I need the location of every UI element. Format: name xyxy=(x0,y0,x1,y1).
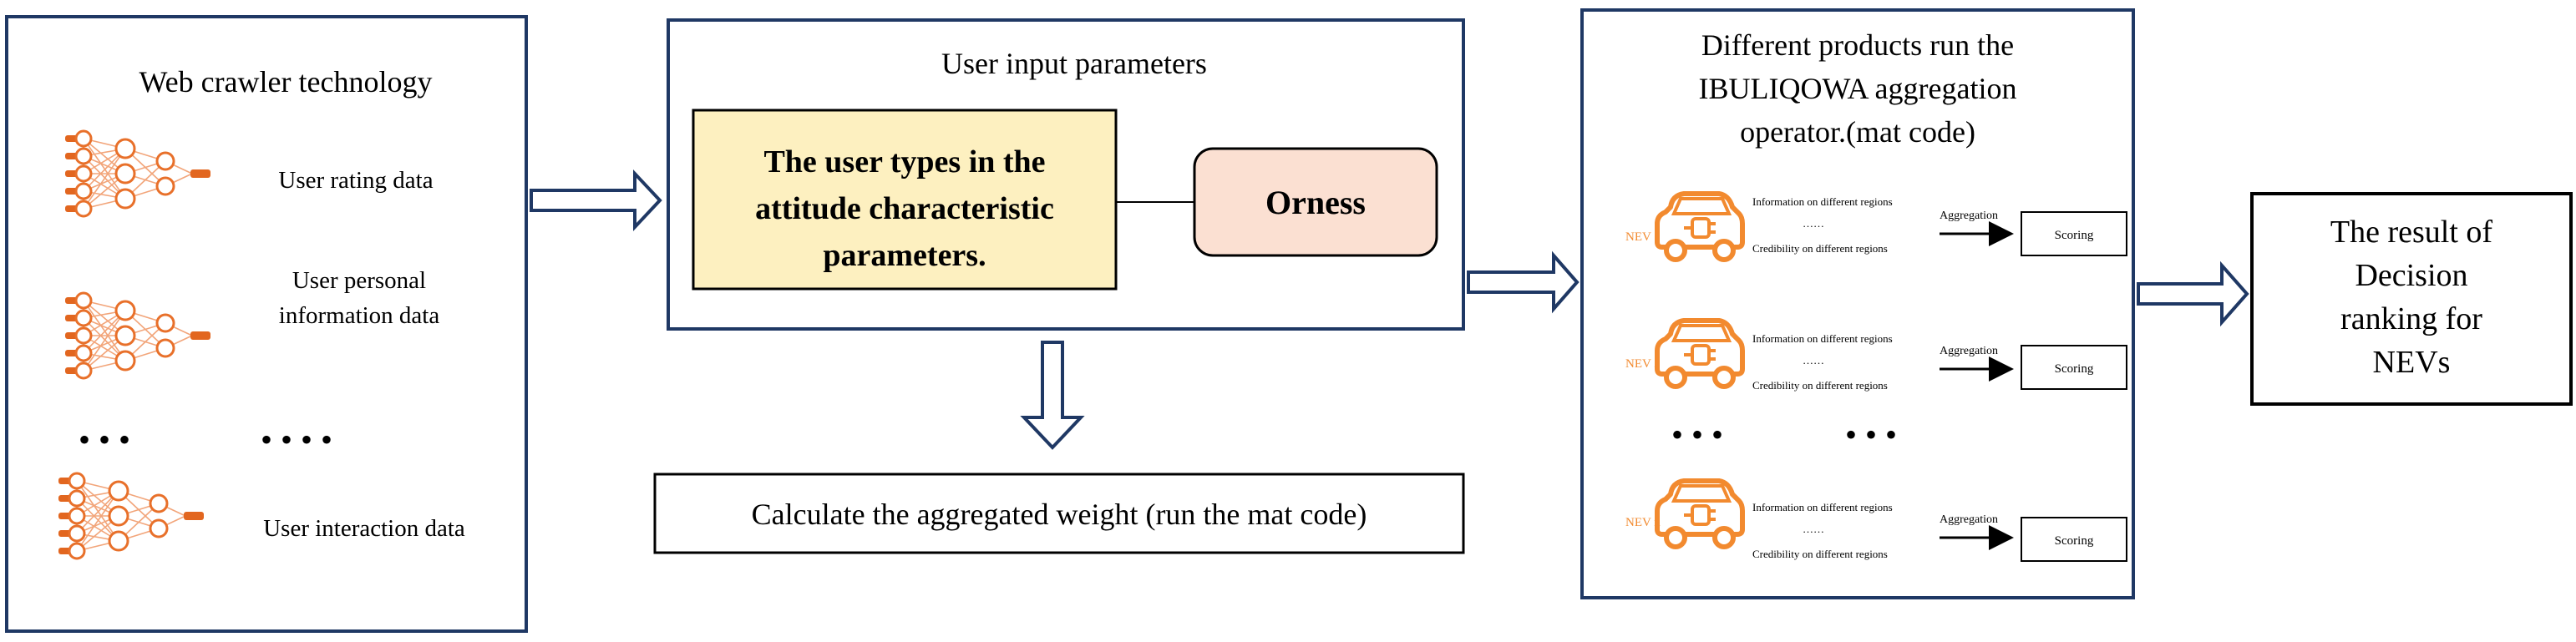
crawler-item-label-line1: User personal xyxy=(292,267,426,294)
flow-arrow-right xyxy=(2137,260,2249,327)
nev-label: NEV n xyxy=(1625,516,1661,529)
nev-label: NEV 2 xyxy=(1625,357,1661,371)
user-types-line2: attitude characteristic xyxy=(755,191,1054,226)
result-line3: ranking for xyxy=(2340,301,2482,336)
web-crawler-box xyxy=(5,15,528,633)
calculate-box xyxy=(653,473,1465,554)
products-title-line3: operator.(mat code) xyxy=(1740,115,1975,149)
aggregation-label: Aggregation xyxy=(1940,210,1998,222)
orness-box xyxy=(1193,147,1438,257)
scoring-box xyxy=(2021,517,2127,562)
credibility-label: Credibility on different regions xyxy=(1752,548,1888,560)
scoring-label: Scoring xyxy=(2055,534,2094,548)
scoring-box xyxy=(2021,211,2127,256)
flow-arrow-down xyxy=(1020,341,1085,450)
nev-label: NEV 1 xyxy=(1625,230,1661,244)
web-crawler-title: Web crawler technology xyxy=(139,65,433,99)
info-label: Information on different regions xyxy=(1752,501,1893,513)
info-dots: …… xyxy=(1803,523,1824,535)
products-box xyxy=(1580,8,2135,599)
aggregation-label: Aggregation xyxy=(1940,345,1998,357)
aggregation-label: Aggregation xyxy=(1940,513,1998,526)
scoring-label: Scoring xyxy=(2055,362,2094,376)
orness-label: Orness xyxy=(1265,184,1366,221)
result-line4: NEVs xyxy=(2373,345,2451,380)
products-title-line1: Different products run the xyxy=(1701,28,2014,62)
scoring-box xyxy=(2021,345,2127,390)
info-label: Information on different regions xyxy=(1752,332,1893,345)
result-line1: The result of xyxy=(2330,215,2493,250)
crawler-item-label: User interaction data xyxy=(263,515,465,542)
result-line2: Decision xyxy=(2355,258,2467,293)
products-title-line2: IBULIQOWA aggregation xyxy=(1699,72,2017,105)
credibility-label: Credibility on different regions xyxy=(1752,379,1888,392)
flow-arrow-right xyxy=(530,169,662,232)
products-ellipsis-left: • • • xyxy=(1671,416,1723,453)
info-dots: …… xyxy=(1803,354,1824,366)
calculate-label: Calculate the aggregated weight (run the… xyxy=(752,498,1367,531)
crawler-ellipsis-right: • • • • xyxy=(261,421,332,458)
flow-arrow-right xyxy=(1467,250,1580,314)
crawler-item-label: User rating data xyxy=(278,167,433,194)
result-box xyxy=(2250,192,2573,406)
info-dots: …… xyxy=(1803,217,1824,230)
user-types-line1: The user types in the xyxy=(763,144,1045,179)
credibility-label: Credibility on different regions xyxy=(1752,242,1888,255)
crawler-item-label-line2: information data xyxy=(279,302,440,329)
info-label: Information on different regions xyxy=(1752,195,1893,208)
products-ellipsis-right: • • • xyxy=(1845,416,1897,453)
scoring-label: Scoring xyxy=(2055,229,2094,242)
user-types-line3: parameters. xyxy=(823,238,986,273)
user-input-title: User input parameters xyxy=(941,47,1207,80)
user-types-box xyxy=(692,109,1118,291)
crawler-ellipsis-left: • • • xyxy=(79,421,130,458)
